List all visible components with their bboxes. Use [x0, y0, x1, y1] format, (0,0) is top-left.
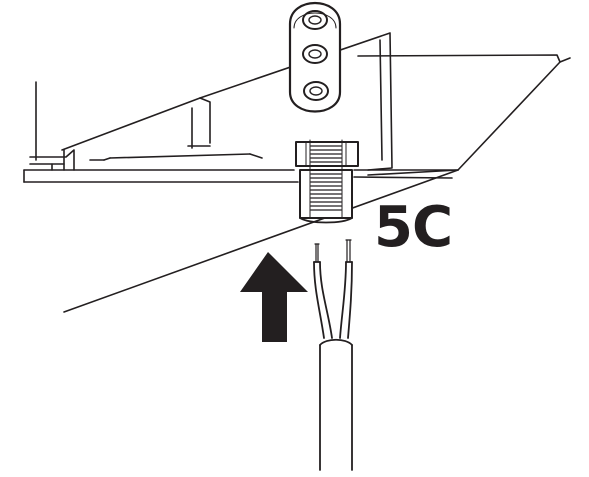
three-hole-link-icon: [288, 2, 342, 113]
up-arrow-icon: [240, 252, 308, 342]
sloped-plate-icon: [63, 54, 571, 313]
step-label: 5C: [374, 195, 453, 260]
two-conductor-cable-icon: [313, 239, 353, 471]
horizontal-shelf-icon: [23, 149, 459, 183]
mounting-bracket-icon: [61, 32, 393, 171]
threaded-cable-gland-icon: [295, 139, 359, 224]
